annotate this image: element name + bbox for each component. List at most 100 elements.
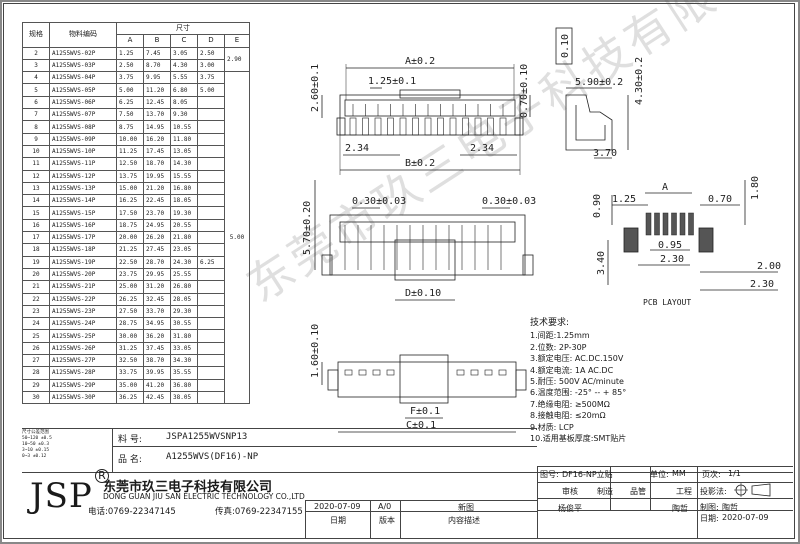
page-label: 页次: [702, 470, 721, 479]
table-subheader-row: A B C D E [23, 34, 250, 48]
cell-part: A1255WVS-30P [49, 390, 117, 405]
side-small-box [555, 27, 573, 65]
pcb-left-pad [623, 227, 639, 253]
page-value: 1/1 [728, 469, 741, 478]
front-right-tab [522, 254, 534, 276]
make-label: 制造 [597, 487, 613, 496]
date-value: 2020-07-09 [722, 513, 769, 522]
cell-part: A1255WVS-09P [49, 132, 117, 146]
pcb-pad [688, 212, 694, 236]
projection-label: 投影法: [700, 487, 727, 496]
bottom-pin [456, 369, 465, 376]
engineer-name: 陶哲 [672, 504, 688, 513]
dim-590-label: 5.90±0.2 [575, 77, 623, 88]
bottom-view-center [399, 354, 449, 404]
note-item: 10.适用基板厚度:SMT贴片 [530, 434, 627, 444]
header-e: E [224, 34, 250, 48]
col-version: 版本 [379, 516, 395, 525]
front-left-tab [321, 254, 333, 276]
unit-label: 单位: [650, 470, 669, 479]
pcb-pad [671, 212, 677, 236]
note-item: 9.材质: LCP [530, 422, 574, 432]
company-name-en: DONG GUAN JIU SAN ELECTRIC TECHNOLOGY CO… [103, 492, 305, 501]
bottom-view-pins [344, 369, 507, 376]
cell-pos: 13 [22, 181, 50, 196]
reviewer-name: 杨俊平 [558, 504, 582, 513]
pcb-125-label: 1.25 [612, 194, 636, 205]
dim-f-label: F±0.1 [410, 406, 440, 417]
cell-c: 16.80 [170, 181, 198, 196]
cell-c: 11.80 [170, 132, 198, 146]
front-view-top [339, 221, 516, 243]
dim-a-label: A±0.2 [405, 56, 435, 67]
cell-d [197, 231, 225, 245]
top-pin [399, 117, 407, 136]
eng-label: 工程 [676, 487, 692, 496]
cell-d [197, 157, 225, 171]
side-view-inner [575, 105, 606, 141]
date-label: 日期: [700, 514, 719, 523]
bottom-pin [470, 369, 479, 376]
front-view-pins [344, 225, 502, 270]
cell-b: 14.95 [143, 120, 171, 134]
cell-pos: 17 [22, 231, 50, 245]
note-item: 7.绝缘电阻: ≥500MΩ [530, 399, 610, 409]
note-item: 5.耐压: 500V AC/minute [530, 377, 624, 387]
unit-value: MM [672, 469, 686, 478]
cell-d [197, 132, 225, 146]
cell-a: 12.50 [116, 157, 144, 171]
side-view-body [565, 94, 613, 151]
dim-030b-label: 0.30±0.03 [482, 196, 536, 207]
note-item: 3.额定电压: AC.DC.150V [530, 354, 624, 364]
top-pin [349, 117, 357, 136]
front-view-body [329, 214, 526, 276]
col-description: 内容描述 [448, 516, 480, 525]
jsp-logo: JSP [30, 476, 93, 516]
front-view-latch [394, 239, 456, 281]
dim-370-label: 3.70 [593, 148, 617, 159]
drawn-label: 制图: [700, 503, 719, 512]
cell-pos: 30 [22, 390, 50, 405]
bottom-pin [386, 369, 395, 376]
bottom-right-tab [515, 369, 527, 391]
bottom-pin [484, 369, 493, 376]
dim-570-label: 5.70±0.20 [302, 201, 313, 255]
cell-d [197, 169, 225, 183]
top-view-cavity [344, 99, 516, 117]
pcb-180-label: 1.80 [750, 176, 761, 200]
top-pin [487, 117, 494, 136]
drawing-border [3, 3, 795, 539]
dim-234-right-label: 2.34 [470, 143, 494, 154]
pcb-signal-pads [645, 212, 694, 236]
part-no-label: 料 号: [118, 435, 142, 445]
cell-e: 5.00 [224, 71, 250, 405]
pcb-095-label: 0.95 [658, 240, 682, 251]
top-pin [437, 117, 444, 136]
cell-e: 2.90 [224, 46, 250, 73]
dim-d-label: D±0.10 [405, 288, 441, 299]
dim-side-010-label: 0.10 [560, 34, 571, 58]
cell-pos: 9 [22, 132, 50, 146]
top-pin [374, 117, 382, 136]
tolerance-row: 50~120 ±0.5 [22, 436, 52, 441]
dim-125-label: 1.25±0.1 [368, 76, 416, 87]
top-pin [474, 117, 482, 136]
top-view-latch [399, 89, 461, 99]
